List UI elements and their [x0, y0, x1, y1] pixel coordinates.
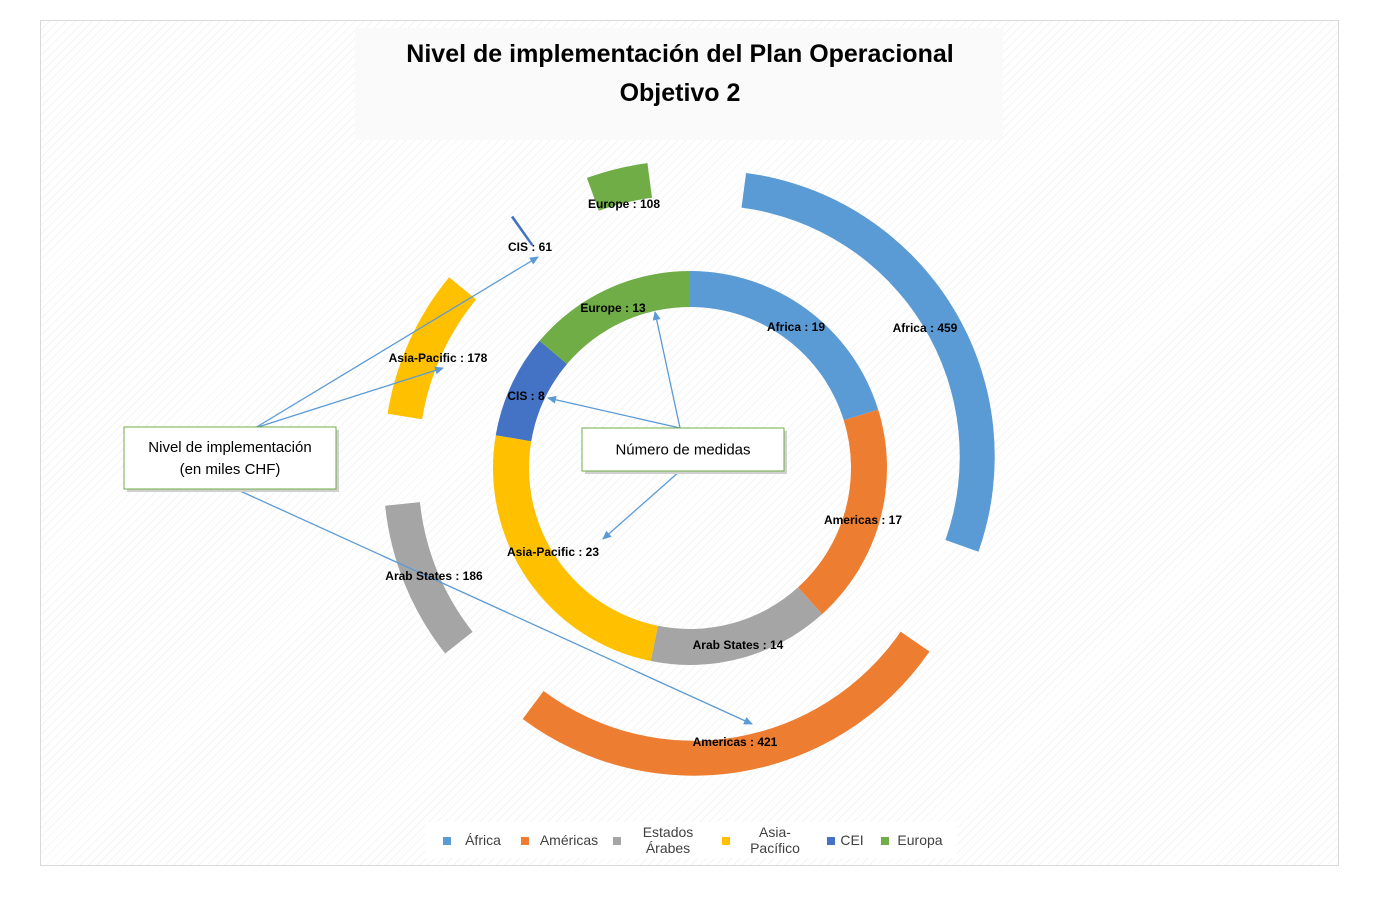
outer-segment-americas — [522, 631, 930, 776]
outer-label-arab-states: Arab States : 186 — [385, 569, 483, 583]
callout-implementation: Nivel de implementación (en miles CHF) — [123, 426, 339, 492]
outer-label-africa: Africa : 459 — [893, 321, 958, 335]
legend-label-americas: Américas — [540, 832, 598, 848]
outer-segment-europe — [586, 163, 653, 211]
callout-measures: Número de medidas — [581, 427, 787, 474]
outer-label-americas: Americas : 421 — [693, 735, 778, 749]
inner-label-asia-pacific: Asia-Pacific : 23 — [507, 545, 599, 559]
inner-segment-arab-states — [650, 587, 823, 665]
legend-swatch-cis — [827, 837, 835, 845]
outer-segment-cis — [510, 215, 534, 246]
arrow-asia-pacific-outer — [254, 366, 444, 429]
legend-item-asia-pacific: Asia-Pacífico — [722, 824, 800, 856]
legend-label-asia-pacific: Pacífico — [750, 840, 800, 856]
inner-segment-americas — [797, 409, 888, 615]
inner-label-americas: Americas : 17 — [824, 513, 902, 527]
legend-swatch-americas — [521, 837, 529, 845]
outer-label-asia-pacific: Asia-Pacific : 178 — [389, 351, 488, 365]
arrow-americas-outer — [237, 489, 753, 725]
legend-item-americas: Américas — [521, 832, 598, 848]
callout-boxes: Nivel de implementación (en miles CHF) Núm… — [123, 426, 787, 492]
inner-segment-asia-pacific — [493, 435, 658, 662]
arrow-cis-outer — [254, 256, 539, 429]
inner-ring-measures — [493, 271, 888, 665]
inner-segment-cis — [495, 340, 568, 442]
title-background — [355, 28, 1003, 140]
inner-segment-europe — [539, 271, 690, 365]
legend-label-cis: CEI — [840, 832, 863, 848]
arrow-asia-pacific-inner — [602, 470, 681, 540]
legend-item-cis: CEI — [827, 832, 864, 848]
outer-segment-arab-states — [385, 502, 473, 654]
inner-label-europe: Europe : 13 — [580, 301, 646, 315]
inner-label-africa: Africa : 19 — [767, 320, 825, 334]
legend-label-arab-states: Estados — [643, 824, 694, 840]
arrow-cis-inner — [547, 395, 681, 429]
chart-title-line-1: Nivel de implementación del Plan Operaci… — [406, 40, 953, 68]
chart-title-line-2: Objetivo 2 — [620, 79, 741, 107]
inner-label-arab-states: Arab States : 14 — [693, 638, 784, 652]
legend-background — [425, 822, 957, 858]
legend-label-asia-pacific: Asia- — [759, 824, 791, 840]
callout-measures-text: Número de medidas — [615, 442, 750, 459]
legend-label-arab-states: Árabes — [646, 840, 690, 856]
outer-segment-asia-pacific — [387, 277, 477, 420]
outer-ring-implementation — [385, 163, 995, 776]
inner-segment-africa — [690, 271, 879, 421]
legend-item-europe: Europa — [881, 832, 943, 848]
outer-label-cis: CIS : 61 — [508, 240, 552, 254]
segment-labels: Africa : 19 Americas : 17 Arab States : 14… — [385, 197, 957, 749]
legend-swatch-africa — [443, 837, 451, 845]
inner-label-cis: CIS : 8 — [507, 389, 545, 403]
callout-implementation-text: Nivel de implementación — [148, 439, 311, 456]
arrow-europe-inner — [652, 311, 681, 429]
legend-swatch-europe — [881, 837, 889, 845]
legend-swatch-arab-states — [613, 837, 621, 845]
legend-label-africa: África — [465, 832, 501, 848]
outer-segment-africa — [741, 172, 995, 552]
outer-label-europe: Europe : 108 — [588, 197, 660, 211]
legend-label-europe: Europa — [897, 832, 942, 848]
callout-implementation-text: (en miles CHF) — [180, 461, 281, 478]
callout-arrows — [237, 256, 753, 725]
legend-item-africa: África — [443, 832, 501, 848]
legend-swatch-asia-pacific — [722, 837, 730, 845]
